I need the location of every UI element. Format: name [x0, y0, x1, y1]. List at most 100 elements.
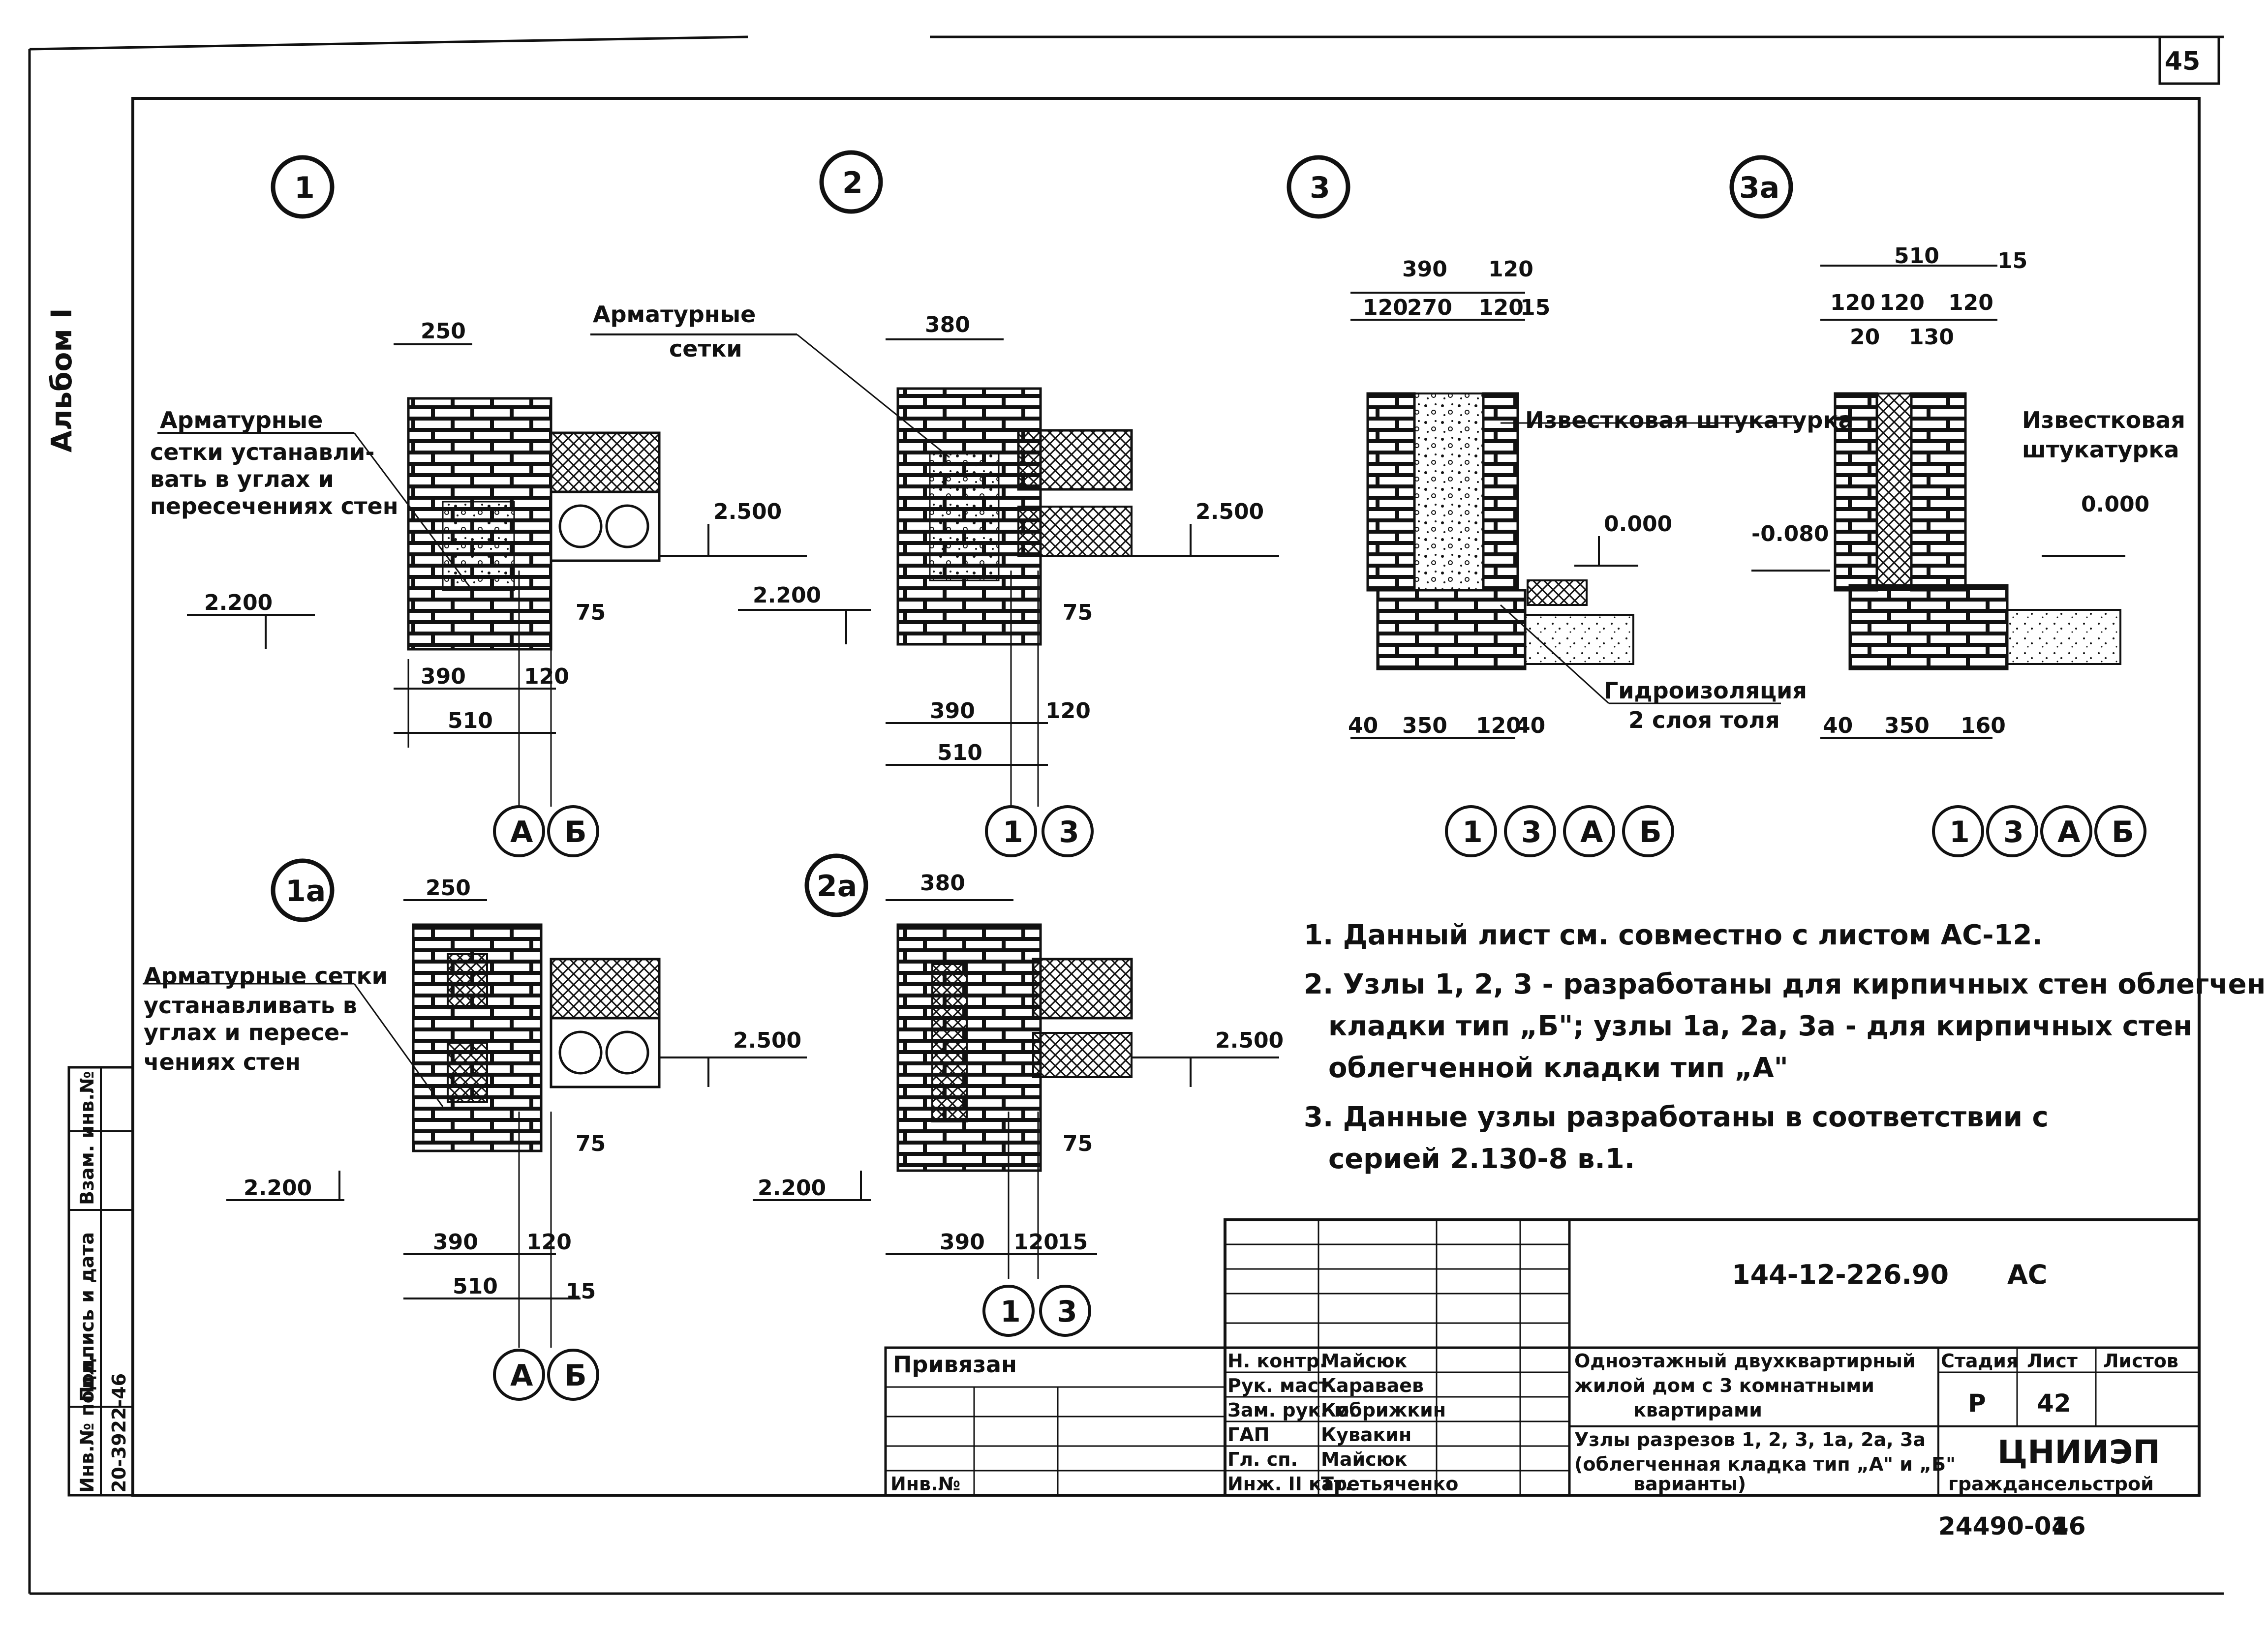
role-5: Инж. II кат. — [1227, 1473, 1352, 1495]
org-name: ЦНИИЭП — [1997, 1433, 2160, 1471]
node-3a-axis-3: 3 — [2003, 815, 2024, 849]
project-line-2: жилой дом с 3 комнатными — [1574, 1375, 1874, 1396]
org-subtitle: граждансельстрой — [1948, 1473, 2154, 1495]
node-2a-level-upper: 2.500 — [1215, 1028, 1284, 1053]
name-2: Кобрижкин — [1321, 1399, 1446, 1421]
node-2a-dim-c: 15 — [1058, 1230, 1088, 1255]
node-1-callout-3: вать в углах и — [150, 466, 334, 492]
node-1-callout-4: пересечениях стен — [150, 493, 398, 519]
album-label: Альбом I — [45, 308, 78, 453]
node-3-waterproof-2: 2 слоя толя — [1628, 707, 1780, 733]
node-1-callout-1: Арматурные — [160, 407, 323, 433]
node-1-level-upper: 2.500 — [713, 499, 782, 524]
node-1a-axis-b: Б — [564, 1358, 587, 1393]
doc-mark: АС — [2007, 1259, 2047, 1290]
note-1: 1. Данный лист см. совместно с листом АС… — [1304, 919, 2043, 951]
node-1a-dim-offset: 75 — [576, 1131, 606, 1156]
node-1a-callout-1: Арматурные сетки — [144, 963, 388, 989]
role-4: Гл. сп. — [1227, 1449, 1298, 1470]
node-3-axis-b: Б — [1639, 815, 1662, 849]
page-number-box — [2158, 35, 2220, 85]
project-line-3: квартирами — [1633, 1399, 1762, 1421]
node-1a-dim-total: 510 — [453, 1274, 498, 1299]
node-2a-wall — [896, 923, 1042, 1172]
node-2-dim-offset: 75 — [1063, 600, 1093, 625]
node-2a-dim-top: 380 — [920, 871, 965, 896]
node-1-label: 1 — [294, 171, 315, 205]
node-3a-plaster-2: штукатурка — [2022, 436, 2179, 463]
sheet-title-2: (облегченная кладка тип „А" и „Б" — [1574, 1453, 1956, 1475]
node-1: 1 — [157, 155, 807, 857]
node-1-dim-top: 250 — [421, 319, 466, 344]
node-2-dim-top: 380 — [925, 312, 970, 337]
stage-header: Стадия — [1941, 1350, 2018, 1372]
inv-label: Инв.№ — [890, 1473, 960, 1495]
node-2-axis-1: 1 — [1003, 815, 1023, 849]
node-1a-callout-2: устанавливать в — [144, 992, 357, 1019]
node-2a-marker — [804, 853, 868, 917]
node-1a-dim-a: 390 — [433, 1230, 478, 1255]
node-3a-dim-t3: 120 — [1948, 290, 1993, 315]
note-2-cont-1: кладки тип „Б"; узлы 1а, 2а, 3а - для ки… — [1328, 1010, 2192, 1042]
node-3-axis-3: 3 — [1521, 815, 1542, 849]
node-1a-insulation — [550, 958, 661, 1020]
node-2-axis-3: 3 — [1059, 815, 1079, 849]
node-3a: 3а — [1729, 155, 2146, 857]
node-1a-marker — [271, 858, 335, 922]
side-stamp — [67, 1066, 134, 1497]
page-number: 45 — [2165, 47, 2200, 76]
node-1-dim-b: 120 — [524, 664, 569, 689]
side-stamp-replace: Взам. инв.№ — [76, 1071, 98, 1206]
role-2: Зам. рук. м. — [1227, 1399, 1356, 1421]
node-3-axis-a: А — [1580, 815, 1603, 849]
sheet-title-1: Узлы разрезов 1, 2, 3, 1а, 2а, 3а — [1574, 1429, 1926, 1450]
node-3a-label: 3а — [1739, 171, 1779, 205]
sheet-title-3: варианты) — [1633, 1473, 1746, 1495]
bound-label: Привязан — [893, 1351, 1017, 1378]
sheet-header: Лист — [2027, 1350, 2078, 1372]
stage-value: Р — [1968, 1389, 1986, 1418]
node-3a-axis-a: А — [2057, 815, 2081, 849]
node-3-dim-t4: 15 — [1520, 295, 1550, 320]
node-1a-dim-top: 250 — [426, 875, 471, 901]
node-2a-insulation — [1032, 958, 1133, 1020]
title-block — [884, 1218, 2201, 1497]
node-2a-axis-1: 1 — [1000, 1295, 1021, 1329]
node-1-slab — [550, 490, 661, 562]
node-3-dim-total: 390 — [1402, 257, 1447, 282]
node-1-insulation — [550, 431, 661, 493]
node-2a-axis-3: 3 — [1057, 1295, 1077, 1329]
note-2-cont-2: облегченной кладки тип „А" — [1328, 1052, 1788, 1084]
node-1a-level-upper: 2.500 — [733, 1028, 801, 1053]
node-3-plaster: Известковая штукатурка — [1525, 407, 1854, 433]
node-1-fill — [442, 501, 515, 591]
note-3-cont: серией 2.130-8 в.1. — [1328, 1143, 1635, 1175]
node-3a-dim-b1: 40 — [1823, 713, 1853, 738]
node-1a-dim-c: 15 — [566, 1279, 596, 1304]
side-stamp-inv-value: 20-3922-46 — [108, 1373, 130, 1493]
node-3-dim-t1: 120 — [1363, 295, 1408, 320]
node-3a-plaster-1: Известковая — [2022, 407, 2185, 433]
node-3-dim-top-right: 120 — [1488, 257, 1533, 282]
node-1a-axis-a: А — [510, 1358, 533, 1393]
node-3a-axis-b: Б — [2112, 815, 2134, 849]
node-1a: 1а — [143, 858, 807, 1401]
node-1-dim-offset: 75 — [576, 600, 606, 625]
node-3-marker — [1287, 155, 1350, 219]
node-3a-level-neg: -0.080 — [1751, 521, 1829, 546]
side-stamp-signature: Подпись и дата — [76, 1232, 98, 1402]
node-1a-dim-b: 120 — [526, 1230, 572, 1255]
node-1-axis-a: А — [510, 815, 533, 849]
name-4: Майсюк — [1321, 1449, 1408, 1470]
node-2-insulation — [1017, 429, 1133, 491]
doc-code: 144-12-226.90 — [1732, 1259, 1949, 1290]
node-3a-dim-b3: 160 — [1961, 713, 2006, 738]
node-3-dim-b1: 40 — [1348, 713, 1378, 738]
role-1: Рук. маст. — [1227, 1375, 1337, 1396]
node-3-fill — [1413, 392, 1484, 591]
node-2a-dim-offset: 75 — [1063, 1131, 1093, 1156]
sheets-header: Листов — [2103, 1350, 2178, 1372]
node-2-callout-2: сетки — [669, 335, 742, 362]
node-3a-axis-1: 1 — [1949, 815, 1970, 849]
node-1a-callout-4: чениях стен — [144, 1049, 301, 1075]
